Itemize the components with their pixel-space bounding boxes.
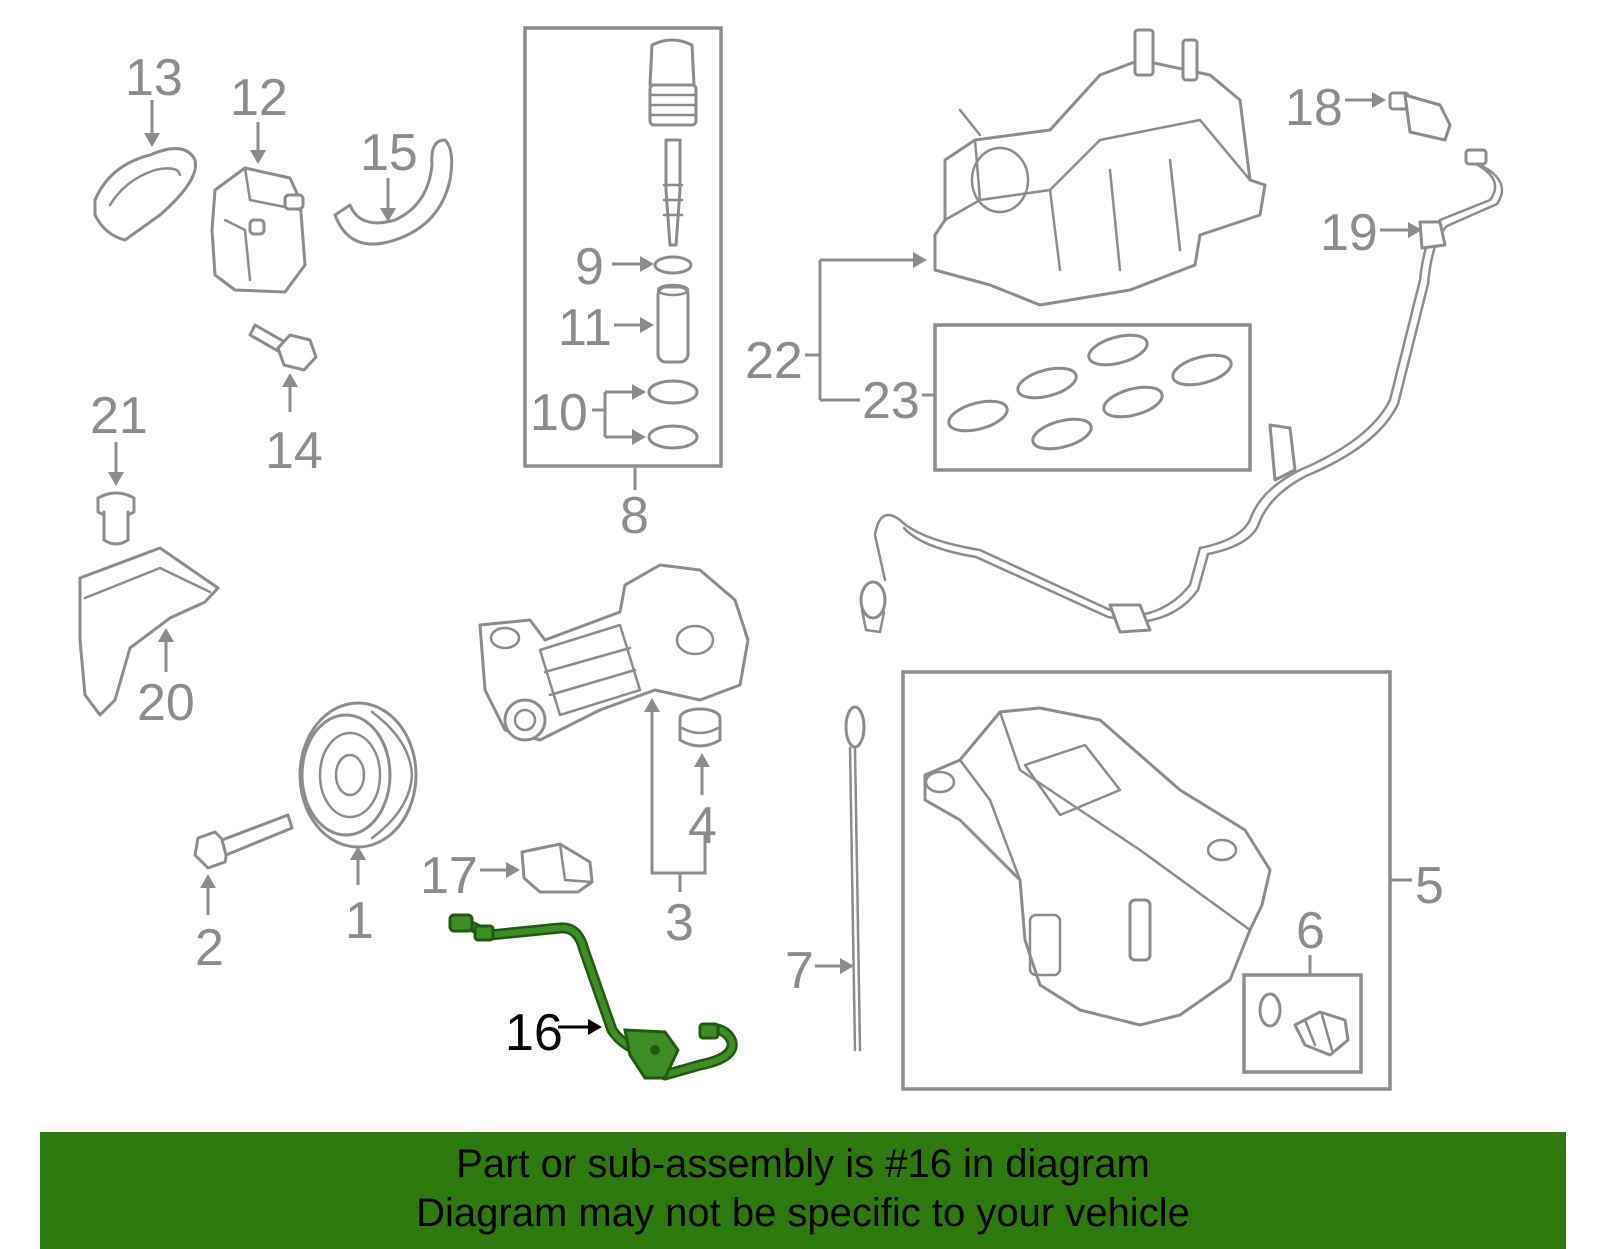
arrow-18	[1372, 92, 1386, 108]
part-7-dipstick[interactable]	[844, 705, 866, 1052]
part-10-o-rings[interactable]	[647, 379, 699, 450]
callout-1[interactable]: 1	[345, 892, 374, 950]
part-19-harness[interactable]	[859, 148, 1504, 634]
callout-6[interactable]: 6	[1296, 902, 1325, 960]
arrow-10a	[632, 384, 646, 400]
leader-10	[592, 390, 634, 439]
part-4-seal[interactable]	[678, 707, 722, 748]
part-6-box	[1242, 973, 1363, 1074]
leader-22	[805, 258, 915, 402]
leader-3	[650, 700, 707, 892]
part-8-filter-cap[interactable]	[648, 38, 698, 247]
arrow-3	[644, 698, 660, 712]
part-18-sensor[interactable]	[1388, 91, 1452, 142]
arrow-21	[108, 472, 124, 486]
callout-22[interactable]: 22	[745, 332, 803, 390]
callout-23[interactable]: 23	[862, 372, 920, 430]
arrow-9	[640, 256, 654, 272]
callout-11[interactable]: 11	[558, 299, 612, 357]
arrow-1	[350, 846, 366, 860]
arrow-10b	[632, 429, 646, 445]
arrow-20	[158, 628, 174, 642]
arrow-12	[250, 150, 266, 164]
part-15-hose[interactable]	[333, 138, 454, 246]
callout-13[interactable]: 13	[125, 49, 183, 107]
callout-15[interactable]: 15	[360, 124, 418, 182]
part-5-oil-pan[interactable]	[923, 706, 1272, 1027]
callout-16[interactable]: 16	[505, 1004, 563, 1062]
part-17-sensor[interactable]	[520, 842, 594, 894]
arrow-11	[640, 317, 654, 333]
arrow-4	[694, 753, 710, 767]
part-21-bolt[interactable]	[96, 491, 136, 546]
part-20-shield[interactable]	[78, 546, 220, 717]
arrow-17	[506, 862, 520, 878]
callout-5[interactable]: 5	[1415, 857, 1444, 915]
callout-2[interactable]: 2	[195, 919, 224, 977]
part-11-filter-element[interactable]	[656, 283, 690, 364]
callout-8[interactable]: 8	[620, 487, 649, 545]
part-8-box	[523, 26, 723, 468]
arrow-7	[840, 958, 854, 974]
part-1-pulley[interactable]	[298, 701, 418, 849]
part-9-o-ring[interactable]	[653, 255, 693, 275]
part-2-bolt[interactable]	[193, 813, 294, 870]
part-16-oil-tube[interactable]	[448, 913, 738, 1081]
callout-3[interactable]: 3	[665, 894, 694, 952]
info-banner: Part or sub-assembly is #16 in diagram D…	[40, 1132, 1566, 1249]
callout-21[interactable]: 21	[90, 387, 148, 445]
callout-20[interactable]: 20	[137, 674, 195, 732]
arrow-2	[200, 874, 216, 888]
callout-14[interactable]: 14	[265, 422, 323, 480]
arrow-22	[913, 252, 927, 268]
arrow-15	[380, 208, 396, 222]
callout-17[interactable]: 17	[420, 847, 478, 905]
arrow-19	[1408, 222, 1422, 238]
callout-7[interactable]: 7	[785, 942, 814, 1000]
arrow-14	[282, 373, 298, 387]
part-13-gasket[interactable]	[93, 147, 198, 242]
arrow-16	[588, 1019, 602, 1035]
part-12-oil-separator[interactable]	[210, 166, 307, 294]
callout-18[interactable]: 18	[1285, 79, 1343, 137]
callout-19[interactable]: 19	[1320, 204, 1378, 262]
callout-12[interactable]: 12	[230, 69, 288, 127]
banner-line-2: Diagram may not be specific to your vehi…	[416, 1191, 1190, 1235]
part-3-oil-pump[interactable]	[478, 563, 750, 742]
part-23-box	[933, 323, 1252, 472]
arrow-13	[144, 133, 160, 147]
banner-line-1: Part or sub-assembly is #16 in diagram	[456, 1142, 1150, 1186]
part-22-intake-manifold[interactable]	[933, 28, 1267, 307]
part-23-gaskets[interactable]	[946, 330, 1235, 455]
callout-10[interactable]: 10	[530, 384, 588, 442]
part-6-drain-plug[interactable]	[1258, 992, 1350, 1057]
callout-4[interactable]: 4	[688, 797, 717, 855]
callout-9[interactable]: 9	[575, 238, 604, 296]
part-14-bolt[interactable]	[248, 323, 318, 372]
